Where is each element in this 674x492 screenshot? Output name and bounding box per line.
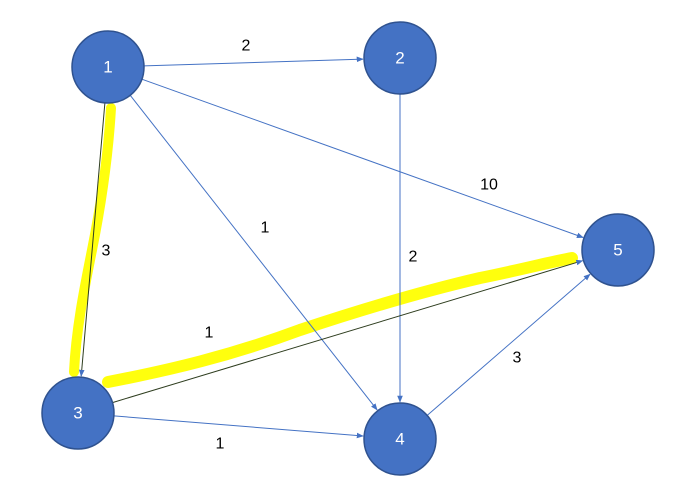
edge-label-layer: 2 10 1 3 2 1 1 3: [102, 38, 522, 453]
node-1: 1: [71, 30, 145, 104]
edge-layer: [78, 56, 591, 439]
node-4: 4: [363, 402, 437, 476]
edge-weight-label-1-5: 10: [480, 177, 498, 194]
edge-weight-label-3-4: 1: [216, 436, 225, 453]
node-circle-3: [41, 376, 115, 450]
edge-3-4: [113, 415, 364, 439]
node-label-1: 1: [103, 58, 112, 77]
edge-weight-label-3-5: 1: [205, 325, 214, 342]
node-label-3: 3: [73, 404, 82, 423]
node-label-5: 5: [613, 241, 622, 260]
node-label-2: 2: [395, 49, 404, 68]
edge-weight-label-2-4: 2: [409, 249, 418, 266]
node-layer: 1 2 3 4 5: [41, 21, 655, 476]
node-5: 5: [581, 213, 655, 287]
node-circle-4: [363, 402, 437, 476]
edge-weight-label-4-5: 3: [513, 350, 522, 367]
edge-weight-label-1-4: 1: [261, 220, 270, 237]
node-3: 3: [41, 376, 115, 450]
node-label-4: 4: [395, 430, 404, 449]
edge-weight-label-1-2: 2: [242, 38, 251, 55]
edge-1-3: [78, 102, 106, 377]
edge-1-2: [143, 56, 364, 67]
node-circle-5: [581, 213, 655, 287]
highlight-stroke-3-5: [102, 252, 578, 388]
node-circle-1: [71, 30, 145, 104]
node-2: 2: [363, 21, 437, 95]
edge-4-5: [426, 273, 591, 416]
edge-1-4: [129, 95, 378, 411]
edge-1-5: [141, 78, 584, 239]
node-circle-2: [363, 21, 437, 95]
edge-3-5: [112, 259, 584, 404]
edge-weight-label-1-3: 3: [102, 243, 111, 260]
